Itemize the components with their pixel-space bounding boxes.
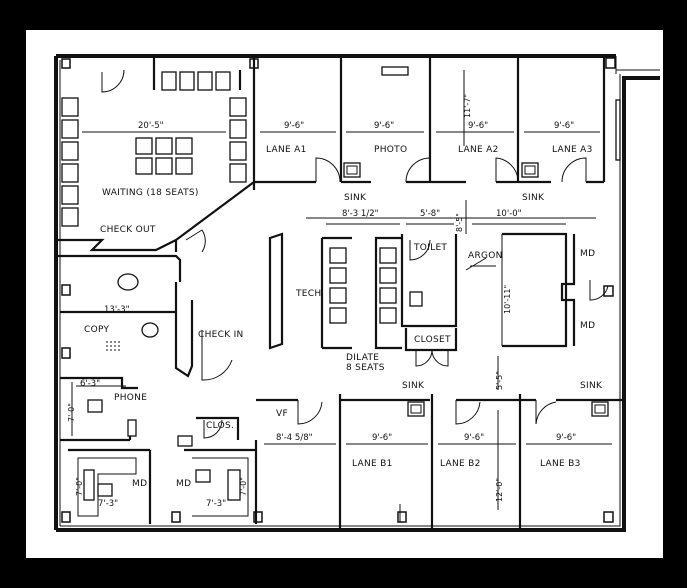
dim-argon-depth: 10'-11" (503, 285, 512, 314)
dim-toilet-width: 5'-8" (420, 209, 440, 219)
dim-md-center-depth: 7'-0" (239, 477, 248, 496)
dim-checkin-width: 13'-3" (104, 305, 130, 315)
dim-lane-a2-depth: 11'-7" (463, 94, 472, 118)
label-sink-4: SINK (580, 381, 603, 391)
label-lane-b3: LANE B3 (540, 459, 581, 469)
dim-tech-width: 8'-3 1/2" (342, 209, 379, 219)
dim-md-left-depth: 7'-0" (75, 477, 84, 496)
label-phone: PHONE (114, 393, 147, 403)
label-md-center: MD (176, 479, 191, 489)
label-md-left: MD (132, 479, 147, 489)
label-md-right-bottom: MD (580, 321, 595, 331)
label-toilet: TOILET (413, 243, 447, 253)
label-waiting: WAITING (18 SEATS) (102, 188, 199, 198)
dim-lane-b2-width: 9'-6" (464, 433, 484, 443)
dim-waiting-width: 20'-5" (138, 121, 164, 131)
label-md-right-top: MD (580, 249, 595, 259)
floor-plan-drawing: LANE A1 PHOTO LANE A2 LANE A3 WAITING (1… (54, 54, 660, 532)
label-clos: CLOS. (206, 421, 234, 431)
dim-lane-b-depth: 12'-0" (495, 478, 504, 502)
dim-phone-depth: 7'-0" (67, 403, 76, 422)
reception-area (56, 238, 233, 381)
dim-argon-width: 10'-0" (496, 209, 522, 219)
label-dilate: DILATE (346, 353, 379, 363)
label-check-in: CHECK IN (198, 330, 244, 340)
label-vf: VF (276, 409, 288, 419)
dim-corridor-depth: 5'-5" (495, 371, 504, 390)
dim-md-left-width: 7'-3" (98, 499, 118, 509)
dim-vf-width: 8'-4 5/8" (276, 433, 313, 443)
dim-lane-a3-width: 9'-6" (554, 121, 574, 131)
md-offices (68, 416, 258, 524)
label-lane-a1: LANE A1 (266, 145, 307, 155)
label-lane-b2: LANE B2 (440, 459, 481, 469)
label-sink-1: SINK (344, 193, 367, 203)
center-core (268, 200, 609, 367)
dimension-labels: 20'-5" 9'-6" 9'-6" 9'-6" 9'-6" 11'-7" 8'… (67, 94, 576, 509)
dim-md-center-width: 7'-3" (206, 499, 226, 509)
label-tech: TECH (295, 289, 321, 299)
label-argon: ARGON (468, 251, 503, 261)
label-dilate-seats: 8 SEATS (346, 363, 385, 373)
bottom-exam-rooms (256, 356, 622, 530)
phone-room (60, 376, 138, 442)
label-lane-a3: LANE A3 (552, 145, 593, 155)
dim-lane-a2-width: 9'-6" (468, 121, 488, 131)
room-labels: LANE A1 PHOTO LANE A2 LANE A3 WAITING (1… (84, 145, 603, 489)
dim-phone-width: 6'-3" (80, 379, 100, 389)
label-closet: CLOSET (414, 335, 451, 345)
label-photo: PHOTO (374, 145, 407, 155)
label-sink-2: SINK (522, 193, 545, 203)
label-lane-b1: LANE B1 (352, 459, 393, 469)
dim-lane-b1-width: 9'-6" (372, 433, 392, 443)
label-lane-a2: LANE A2 (458, 145, 499, 155)
dim-photo-width: 9'-6" (374, 121, 394, 131)
label-sink-3: SINK (402, 381, 425, 391)
dim-lane-b3-width: 9'-6" (556, 433, 576, 443)
waiting-room (61, 56, 255, 253)
top-exam-rooms (252, 56, 621, 190)
label-copy: COPY (84, 325, 109, 335)
dim-lane-a1-width: 9'-6" (284, 121, 304, 131)
label-check-out: CHECK OUT (100, 225, 156, 235)
dim-toilet-depth: 8'-5" (455, 213, 464, 232)
floor-plan-sheet: LANE A1 PHOTO LANE A2 LANE A3 WAITING (1… (26, 30, 663, 558)
